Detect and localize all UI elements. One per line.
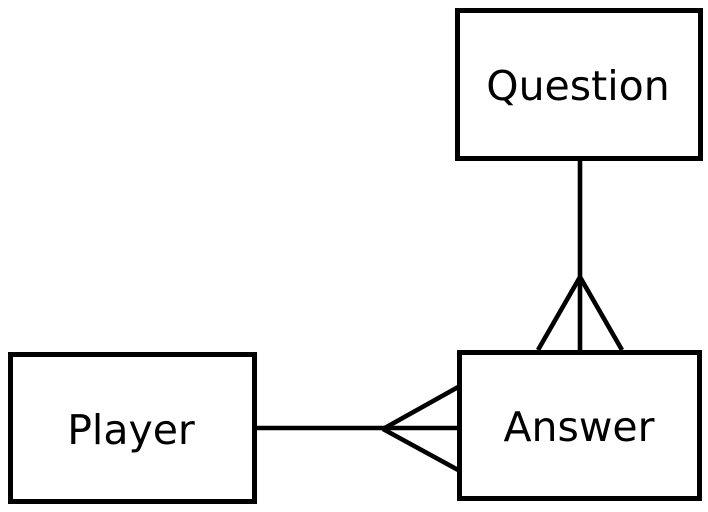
entity-player: Player (8, 352, 257, 504)
crow-foot-left-prong-icon (536, 275, 582, 352)
entity-question-box (455, 8, 703, 161)
entity-answer: Answer (457, 350, 702, 501)
entity-question-label: Question (486, 62, 669, 110)
crow-foot-top-prong-icon (381, 383, 462, 432)
entity-question: Question (455, 8, 703, 161)
relationship-player-answer (255, 383, 462, 474)
entity-player-label: Player (67, 406, 195, 454)
entity-answer-box (457, 350, 702, 501)
relationship-question-answer (536, 158, 624, 352)
entity-answer-label: Answer (503, 403, 654, 451)
crow-foot-right-prong-icon (578, 275, 624, 352)
entity-player-box (8, 352, 257, 504)
crow-foot-bottom-prong-icon (381, 426, 462, 474)
